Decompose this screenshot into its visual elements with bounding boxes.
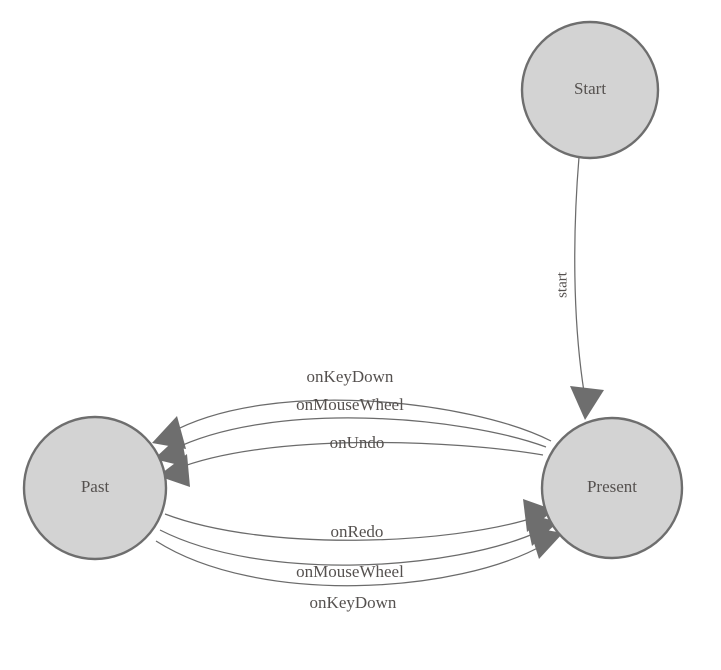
node-present-circle[interactable] <box>540 416 684 560</box>
edge-present-to-past-onundo[interactable]: onUndo <box>158 433 544 487</box>
node-past-label: Past <box>81 477 110 496</box>
node-start[interactable]: Start <box>520 20 660 160</box>
edge-present-to-past-onkeydown-path <box>169 399 552 442</box>
edge-start-to-present-arrowhead <box>570 386 604 420</box>
edge-start-to-present[interactable]: start <box>554 156 604 420</box>
node-start-label: Start <box>574 79 606 98</box>
node-present[interactable]: Present <box>540 416 684 560</box>
edge-present-to-past-onmousewheel-arrowhead <box>154 434 187 467</box>
node-past-circle[interactable] <box>22 415 168 561</box>
edge-present-to-past-onundo-path <box>175 441 544 470</box>
edge-present-to-past-onmousewheel[interactable]: onMouseWheel <box>154 395 547 467</box>
edge-past-to-present-onmousewheel-path <box>159 529 541 566</box>
edge-start-to-present-path <box>574 156 586 399</box>
edge-present-to-past-onmousewheel-label: onMouseWheel <box>296 395 404 414</box>
edge-past-to-present-onmousewheel-label: onMouseWheel <box>296 562 404 581</box>
node-start-circle[interactable] <box>520 20 660 160</box>
edge-past-to-present-onkeydown-arrowhead <box>529 527 563 559</box>
edge-past-to-present-onredo-path <box>164 513 537 541</box>
edge-present-to-past-onkeydown-label: onKeyDown <box>307 367 394 386</box>
edge-present-to-past-onundo-label: onUndo <box>330 433 385 452</box>
edge-past-to-present-onkeydown-path <box>155 540 546 587</box>
edge-present-to-past-onmousewheel-path <box>171 417 547 451</box>
edge-past-to-present-onkeydown[interactable]: onKeyDown <box>155 527 563 612</box>
edge-past-to-present-onredo-label: onRedo <box>331 522 384 541</box>
node-past[interactable]: Past <box>22 415 168 561</box>
edge-past-to-present-onkeydown-label: onKeyDown <box>310 593 397 612</box>
node-present-label: Present <box>587 477 637 496</box>
edge-past-to-present-onredo[interactable]: onRedo <box>164 499 554 541</box>
edge-start-to-present-label: start <box>554 271 570 298</box>
